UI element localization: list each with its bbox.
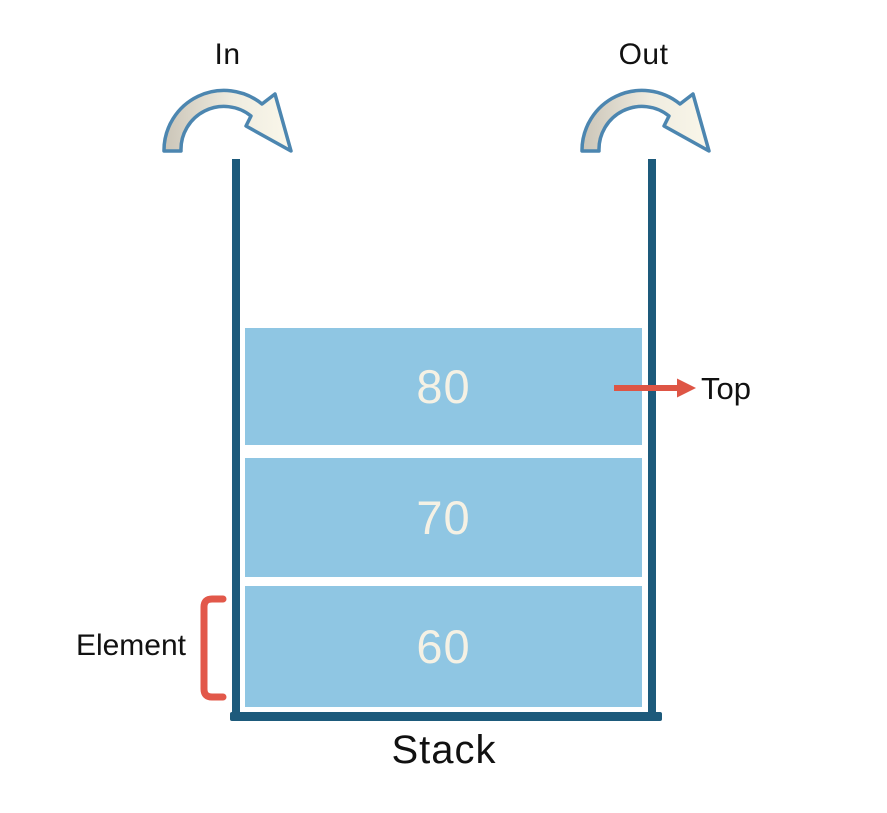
stack-bottom-wall: [230, 712, 662, 721]
element-bracket-icon: [200, 595, 227, 701]
top-pointer-arrow-icon: [614, 378, 696, 398]
stack-element-60: 60: [245, 586, 642, 707]
in-curved-arrow-icon: [162, 88, 293, 153]
stack-title: Stack: [391, 728, 497, 772]
in-label: In: [214, 38, 241, 71]
out-label: Out: [618, 38, 669, 71]
element-label: Element: [75, 629, 186, 662]
out-curved-arrow-icon: [580, 88, 711, 153]
stack-right-wall: [648, 159, 656, 712]
stack-element-value: 60: [416, 620, 471, 673]
stack-left-wall: [232, 159, 240, 712]
stack-element-80: 80: [245, 328, 642, 445]
stack-element-value: 70: [416, 491, 471, 544]
stack-element-70: 70: [245, 458, 642, 577]
top-label: Top: [701, 371, 751, 406]
stack-element-value: 80: [416, 360, 471, 413]
